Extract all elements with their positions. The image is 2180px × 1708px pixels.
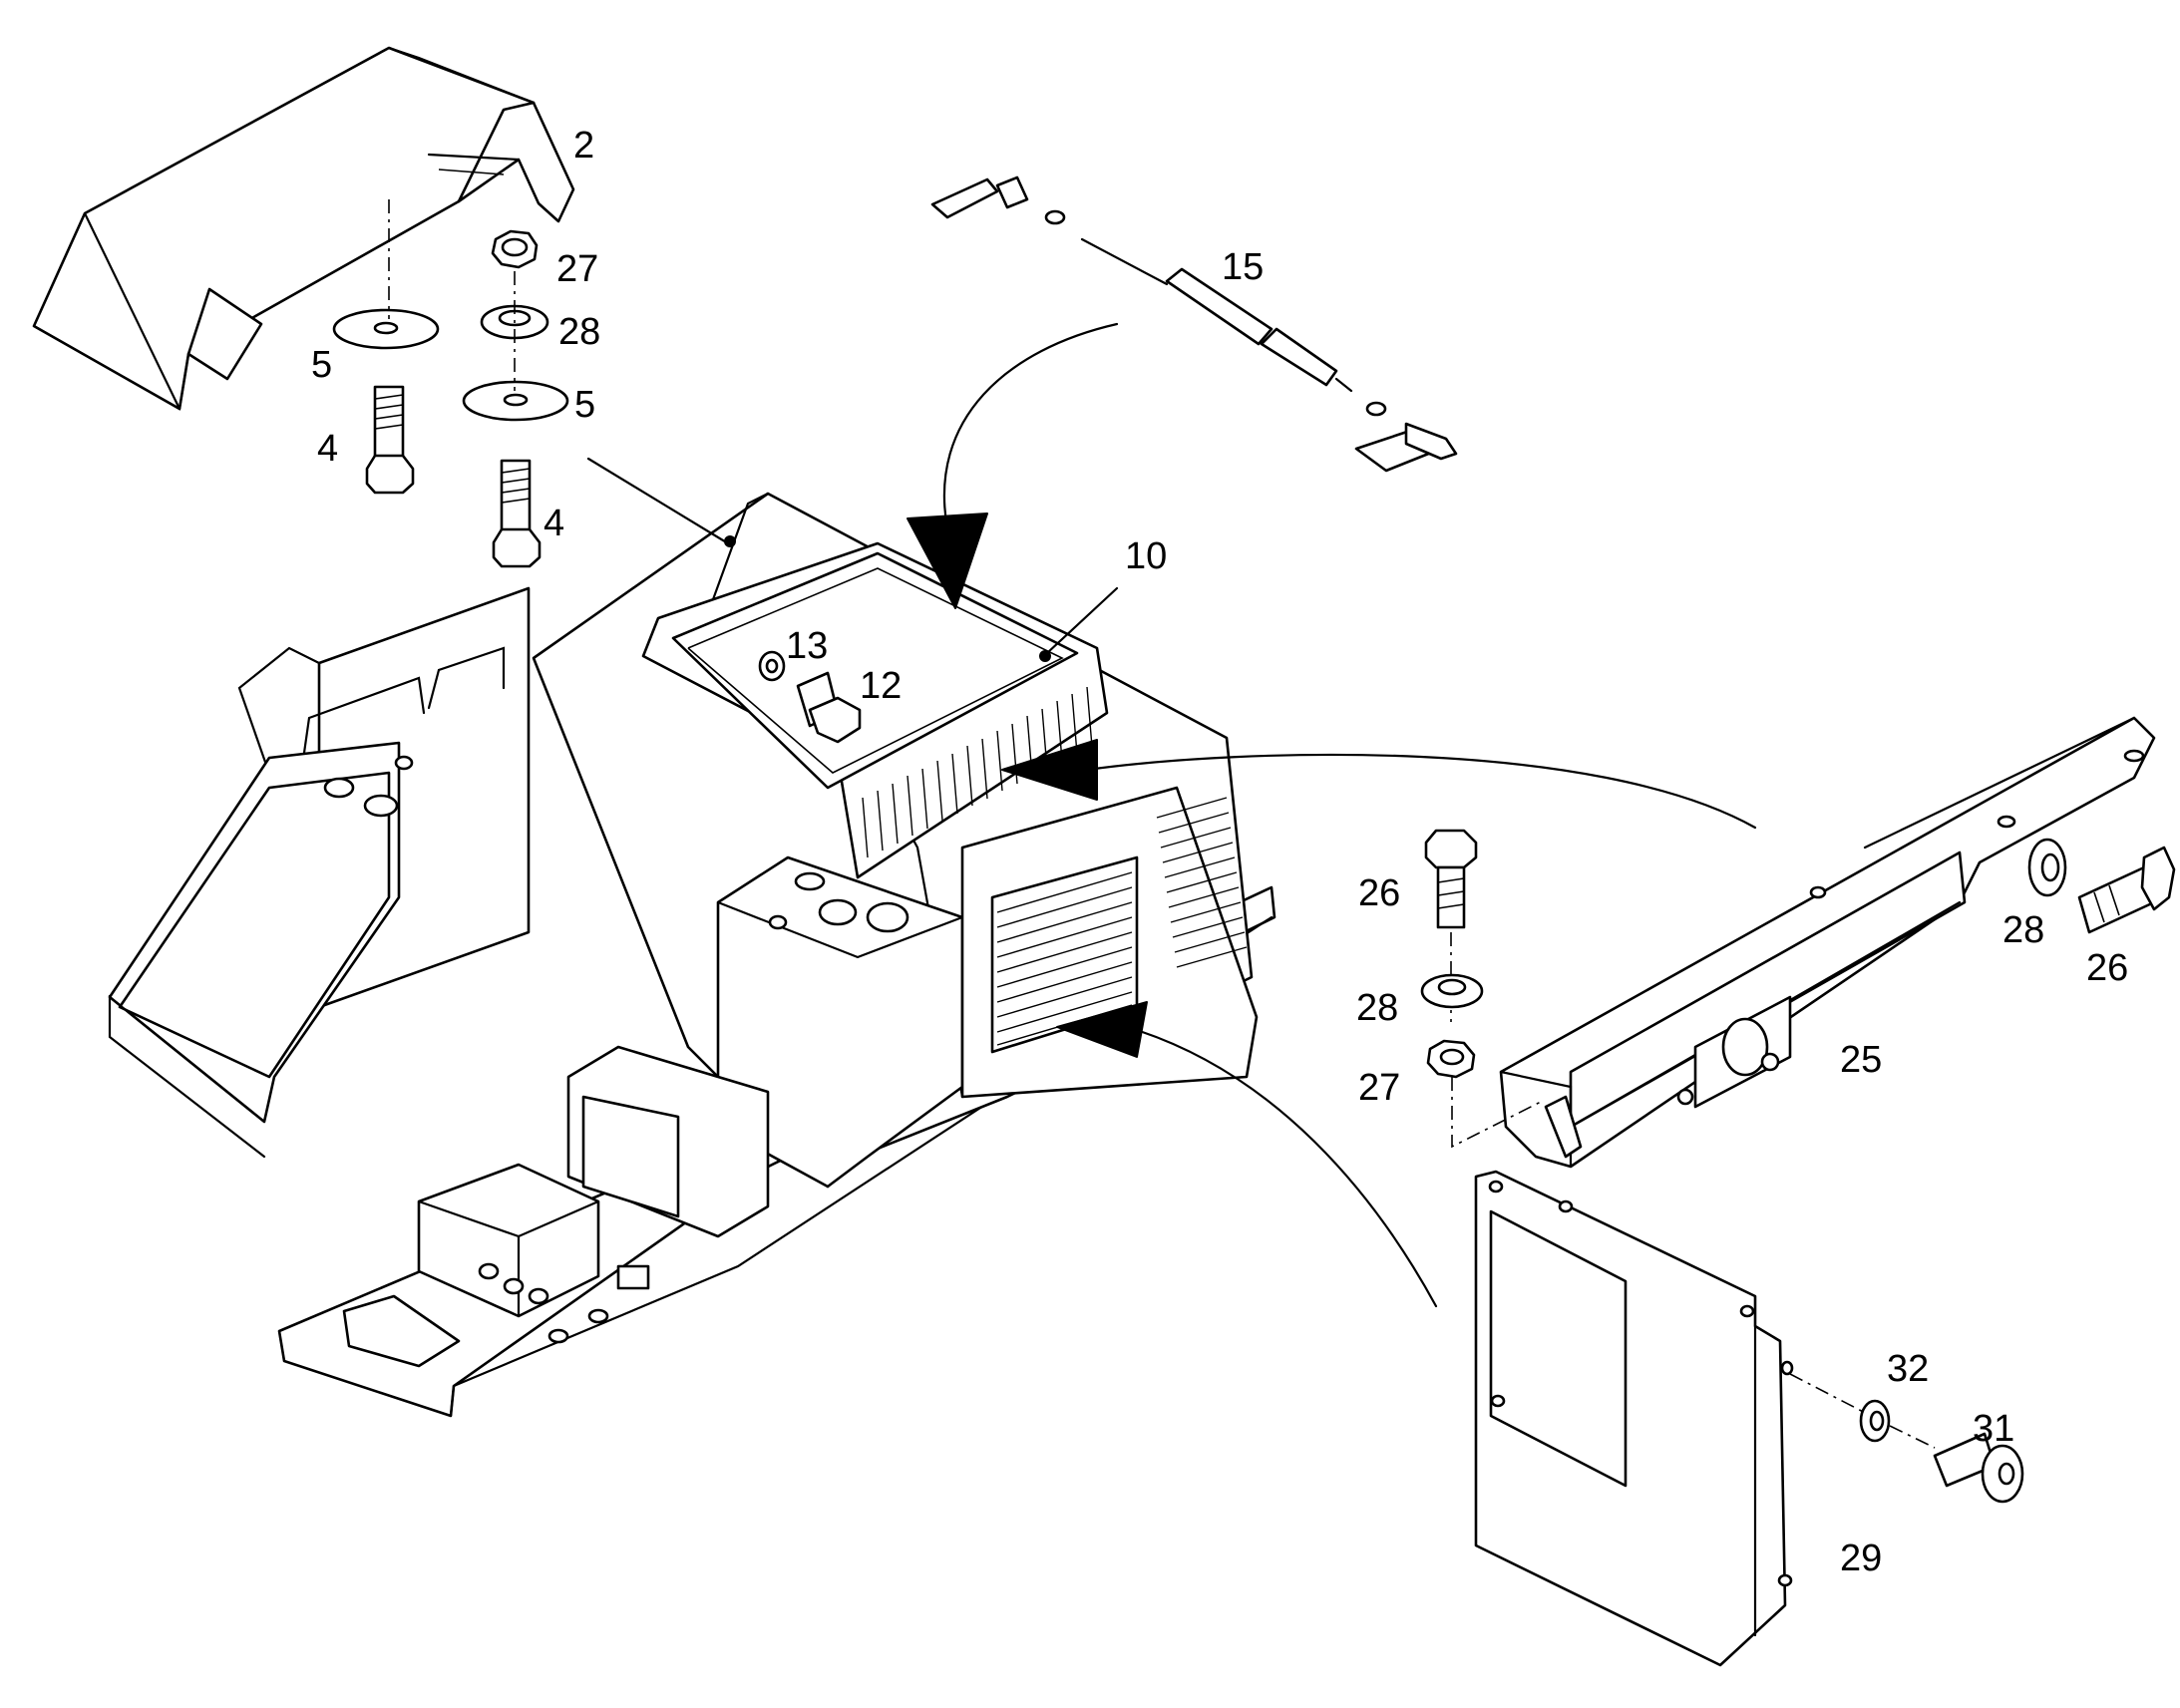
label-27-mid: 27 bbox=[1358, 1067, 1400, 1109]
label-2: 2 bbox=[573, 125, 594, 167]
part-5-washer-left bbox=[332, 308, 440, 350]
part-27-nut-mid bbox=[1426, 1039, 1476, 1079]
callout-labels: 2 27 28 5 5 4 4 15 10 13 12 26 28 27 28 … bbox=[311, 125, 2128, 1579]
label-28-top: 28 bbox=[558, 311, 600, 353]
centerline-27 bbox=[1451, 1077, 1542, 1149]
part-12-bolt bbox=[796, 671, 862, 744]
part-15-gas-strut bbox=[930, 175, 1458, 473]
label-32: 32 bbox=[1887, 1348, 1929, 1390]
centerline-31 bbox=[1889, 1425, 1936, 1449]
part-5-washer-right bbox=[462, 380, 569, 422]
label-29: 29 bbox=[1840, 1537, 1882, 1579]
label-13: 13 bbox=[786, 625, 828, 667]
part-31-cap-screw bbox=[1933, 1432, 2024, 1504]
part-4-bolt-left bbox=[365, 385, 415, 495]
part-4-bolt-right bbox=[492, 459, 542, 568]
end-grille bbox=[1156, 797, 1248, 968]
leader-arrows bbox=[586, 322, 1757, 1308]
label-4-right: 4 bbox=[544, 503, 564, 544]
label-26-upper: 26 bbox=[1358, 872, 1400, 914]
centerline-29 bbox=[1789, 1373, 1876, 1419]
part-29-side-panel bbox=[1474, 1170, 1794, 1667]
label-15: 15 bbox=[1222, 246, 1264, 288]
part-13-washer bbox=[758, 650, 786, 682]
label-27-top: 27 bbox=[556, 248, 598, 290]
part-26-bolt-upper bbox=[1424, 829, 1478, 929]
main-frame bbox=[108, 492, 1276, 1418]
part-25-bracket-arm bbox=[1499, 716, 2156, 1169]
label-5-left: 5 bbox=[311, 344, 332, 386]
part-27-nut-top bbox=[491, 229, 539, 269]
label-25: 25 bbox=[1840, 1039, 1882, 1081]
part-10-ventilated-cover bbox=[641, 541, 1109, 879]
part-28-washer-mid bbox=[1420, 973, 1484, 1009]
part-28-washer-right bbox=[2027, 838, 2067, 897]
part-32-washer bbox=[1859, 1399, 1891, 1443]
label-26-right: 26 bbox=[2086, 947, 2128, 989]
label-10: 10 bbox=[1125, 535, 1167, 577]
label-28-right: 28 bbox=[2002, 909, 2044, 951]
label-4-left: 4 bbox=[317, 428, 338, 470]
part-2-top-cover bbox=[32, 46, 575, 411]
label-12: 12 bbox=[860, 665, 902, 707]
label-31: 31 bbox=[1973, 1408, 2014, 1450]
label-28-mid: 28 bbox=[1356, 987, 1398, 1029]
label-5-right: 5 bbox=[574, 384, 595, 426]
part-26-bolt-right bbox=[2077, 846, 2176, 934]
